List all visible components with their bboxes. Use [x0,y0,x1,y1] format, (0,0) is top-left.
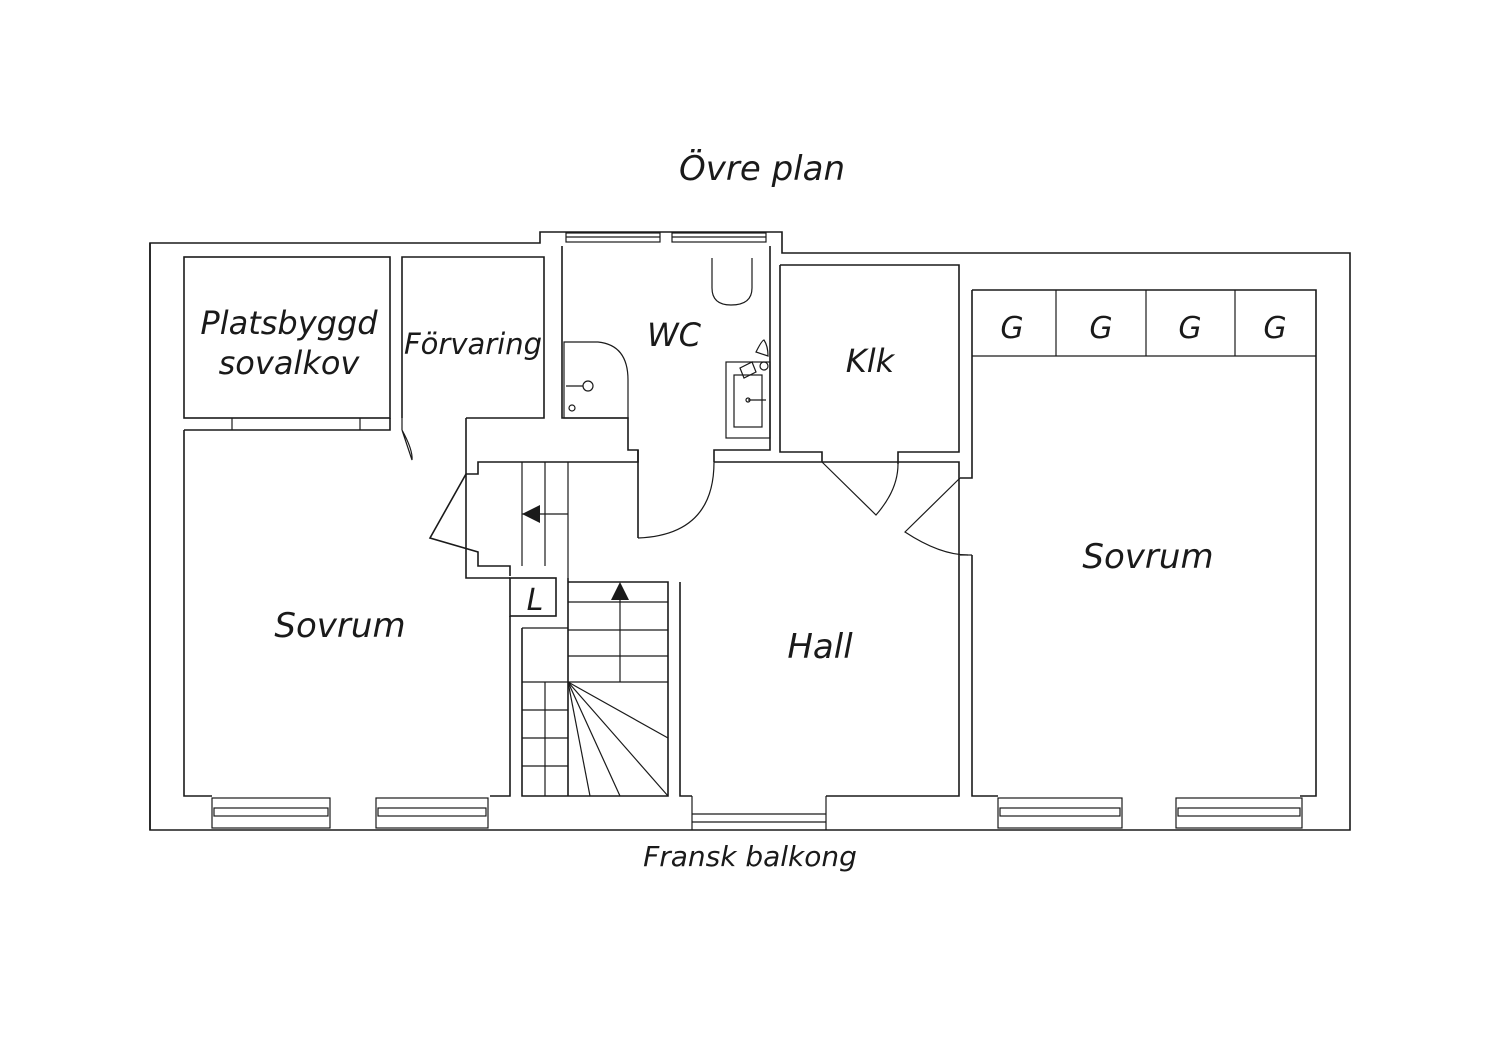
room-wc: WC [561,232,771,539]
room-label-wc: WC [647,316,702,354]
room-label-sovalkov: sovalkov [219,344,361,382]
central-closet [428,418,639,579]
room-label-platsbyggd: Platsbyggd [200,304,378,342]
room-forvaring: Förvaring [401,256,545,461]
window-right-2 [1175,797,1303,829]
arrow-left-icon [522,505,540,523]
toilet-icon [711,258,753,306]
room-label-klk: Klk [846,342,896,380]
window-right-1 [997,797,1123,829]
wardrobe-label-3: G [1178,311,1201,346]
room-hall: Hall [679,461,960,830]
wardrobe-label-2: G [1089,311,1112,346]
room-label-hall: Hall [787,627,853,667]
wardrobe-label-1: G [1000,311,1023,346]
footer-label: Fransk balkong [643,840,857,873]
shower-icon [563,341,629,419]
window-left-1 [211,797,331,829]
room-label-sovrum-left: Sovrum [274,606,405,646]
room-label-forvaring: Förvaring [404,327,542,361]
wardrobe-label-4: G [1263,311,1286,346]
room-sovrum-left: Sovrum [183,418,511,829]
outer-walls [149,231,1351,831]
room-label-sovrum-right: Sovrum [1082,537,1213,577]
arrow-up-icon [611,582,629,600]
room-sovrum-right: G G G G Sovrum [904,289,1317,829]
plan-title: Övre plan [679,148,845,189]
room-platsbyggd-sovalkov: Platsbyggd sovalkov [183,256,391,430]
staircase [521,578,669,797]
room-label-linen: L [527,583,544,618]
linen-closet: L [509,577,557,618]
room-klk: Klk [779,264,960,516]
window-left-2 [375,797,489,829]
sink-icon [725,361,771,439]
